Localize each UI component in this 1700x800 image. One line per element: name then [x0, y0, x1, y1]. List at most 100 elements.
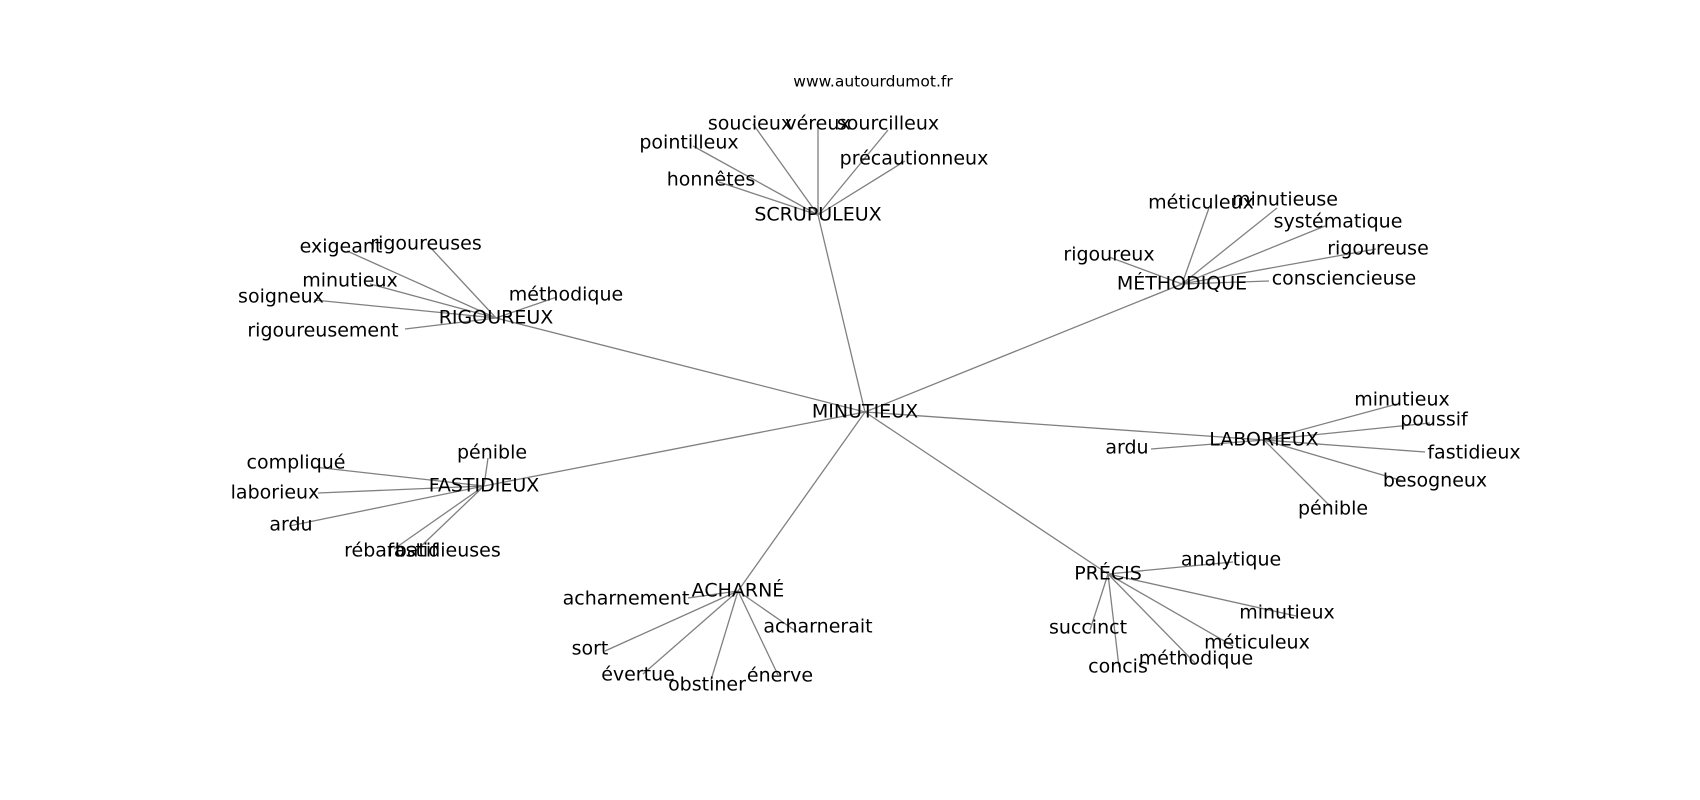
leaf-edge: [1181, 207, 1210, 285]
center-edge: [864, 411, 1265, 441]
hub-word-label: MÉTHODIQUE: [1117, 272, 1247, 295]
source-watermark: www.autourdumot.fr: [793, 73, 953, 91]
leaf-edge: [1107, 573, 1297, 617]
leaf-edge: [1181, 225, 1326, 285]
hub-word-label: LABORIEUX: [1209, 429, 1318, 451]
leaf-edge: [313, 299, 497, 319]
related-word-label: rigoureuses: [370, 233, 481, 255]
leaf-edge: [1107, 561, 1234, 575]
leaf-edge: [1263, 439, 1426, 453]
leaf-edge: [1181, 280, 1270, 285]
related-word-label: énerve: [747, 665, 813, 687]
leaf-edge: [1181, 248, 1377, 285]
leaf-edge: [710, 590, 739, 681]
related-word-label: minutieuse: [1232, 189, 1338, 211]
related-word-label: besogneux: [1383, 470, 1487, 492]
leaf-edge: [737, 590, 798, 633]
center-edge: [495, 317, 866, 413]
related-word-label: pointilleux: [639, 132, 738, 154]
leaf-edge: [317, 485, 485, 494]
related-word-label: précautionneux: [840, 148, 989, 170]
related-word-label: minutieux: [1354, 389, 1450, 411]
related-word-label: méthodique: [509, 284, 623, 306]
leaf-edge: [1150, 439, 1265, 450]
leaf-edge: [1181, 207, 1278, 285]
leaf-edge: [687, 590, 739, 599]
related-word-label: minutieux: [302, 270, 398, 292]
related-word-label: méticuleux: [1204, 632, 1310, 654]
leaf-edge: [1107, 573, 1197, 665]
hub-word-label: RIGOUREUX: [439, 307, 554, 329]
center-edge: [483, 411, 866, 487]
related-word-label: obstiner: [668, 674, 746, 696]
labels-layer: soucieuxvéreuxsourcilleuxpointilleuxpréc…: [231, 113, 1521, 696]
related-word-label: honnêtes: [667, 169, 755, 191]
leaf-edge: [313, 466, 485, 487]
hub-word-label: SCRUPULEUX: [754, 204, 881, 226]
edges-layer: [288, 123, 1431, 681]
related-word-label: rigoureuse: [1327, 238, 1429, 260]
center-edge: [864, 283, 1183, 413]
related-word-label: sort: [572, 638, 609, 660]
related-word-label: minutieux: [1239, 602, 1335, 624]
leaf-edge: [604, 590, 739, 652]
center-word-label: MINUTIEUX: [812, 401, 918, 423]
related-word-label: rigoureusement: [247, 320, 398, 342]
leaf-edge: [369, 283, 497, 319]
leaf-edge: [1107, 573, 1120, 668]
leaf-edge: [1263, 439, 1404, 482]
leaf-edge: [1263, 403, 1398, 441]
center-edge: [737, 411, 866, 592]
related-word-label: poussif: [1400, 409, 1469, 431]
leaf-edge: [817, 160, 906, 216]
related-word-label: consciencieuse: [1272, 268, 1417, 290]
leaf-edge: [718, 181, 819, 216]
related-word-label: systématique: [1274, 211, 1403, 233]
related-word-label: compliqué: [247, 452, 346, 474]
related-word-label: analytique: [1181, 549, 1281, 571]
related-word-label: acharnerait: [763, 616, 872, 638]
leaf-edge: [393, 485, 485, 550]
leaf-edge: [737, 590, 779, 676]
leaf-edge: [1263, 439, 1332, 508]
related-word-label: succinct: [1049, 617, 1127, 639]
related-word-label: sourcilleux: [837, 113, 939, 135]
center-edge: [817, 214, 866, 413]
leaf-edge: [415, 485, 485, 552]
leaf-edge: [1089, 573, 1109, 631]
leaf-edge: [752, 123, 819, 216]
leaf-edge: [642, 590, 739, 675]
leaf-edge: [1107, 573, 1234, 647]
related-word-label: évertue: [601, 664, 675, 686]
leaf-edge: [692, 145, 819, 216]
related-word-label: soigneux: [238, 286, 324, 308]
hub-word-label: FASTIDIEUX: [429, 475, 540, 497]
hub-word-label: ACHARNÉ: [692, 579, 785, 602]
leaf-edge: [1108, 256, 1183, 285]
leaf-edge: [495, 296, 558, 319]
leaf-edge: [428, 245, 497, 319]
related-word-label: rébarbatif: [344, 540, 439, 562]
center-edge: [864, 411, 1109, 575]
leaf-edge: [346, 250, 497, 319]
related-word-label: pénible: [457, 442, 527, 464]
related-word-label: laborieux: [231, 482, 320, 504]
related-word-label: ardu: [1105, 437, 1148, 459]
related-word-label: concis: [1088, 656, 1148, 678]
hub-word-label: PRÉCIS: [1074, 562, 1142, 585]
leaf-edge: [483, 457, 489, 487]
leaf-edge: [404, 317, 497, 330]
related-word-label: rigoureux: [1063, 244, 1154, 266]
related-word-label: acharnement: [563, 588, 690, 610]
related-word-label: méthodique: [1139, 648, 1253, 670]
leaf-edge: [1263, 422, 1431, 441]
related-word-label: pénible: [1298, 498, 1368, 520]
related-word-label: soucieux: [708, 113, 792, 135]
related-word-label: fastidieuses: [387, 540, 501, 562]
related-word-label: fastidieux: [1427, 442, 1520, 464]
related-word-label: méticuleux: [1148, 192, 1254, 214]
leaf-edge: [817, 129, 889, 216]
leaf-edge: [288, 485, 485, 527]
